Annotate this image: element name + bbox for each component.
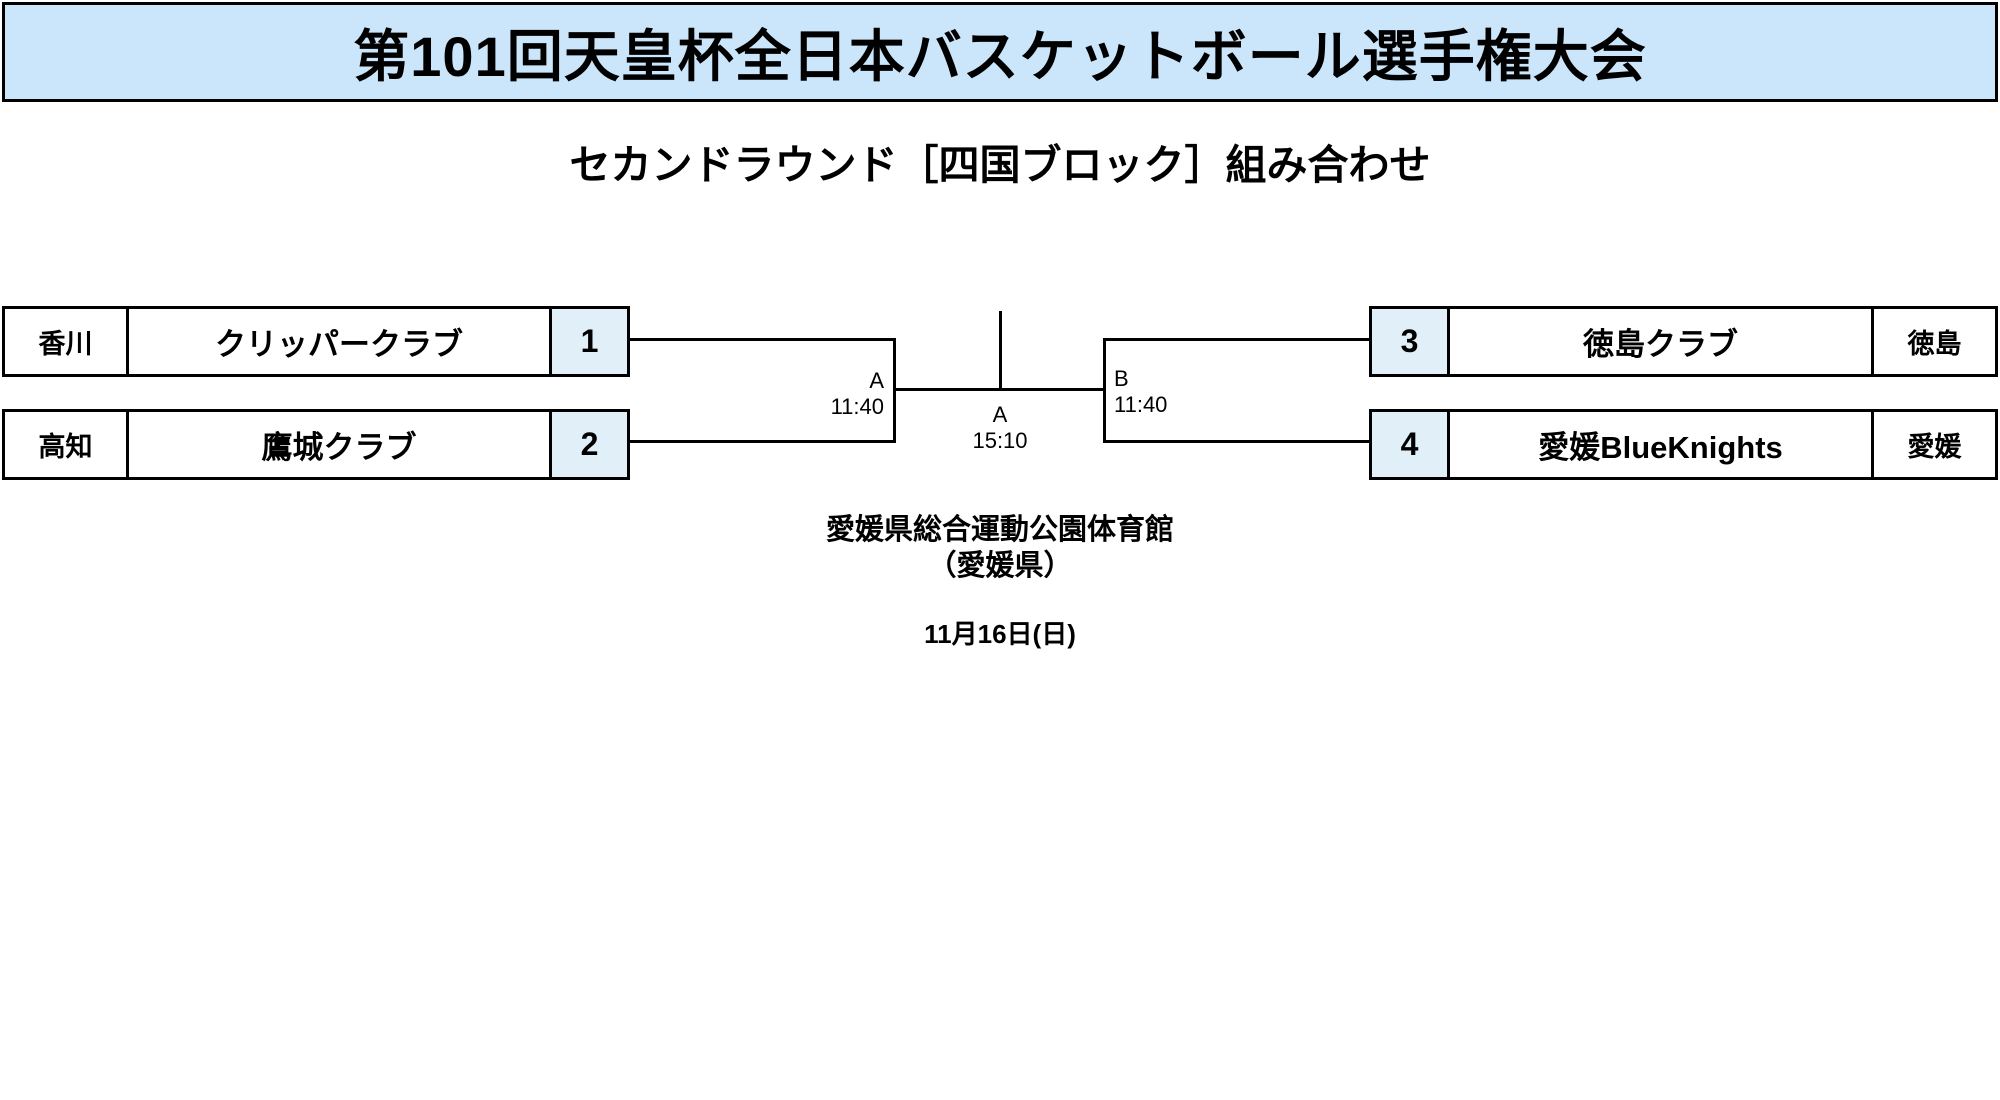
team-2-prefecture: 高知 xyxy=(5,412,129,477)
bracket-line-team4 xyxy=(1103,440,1369,443)
semifinal-left-court: A xyxy=(869,368,884,393)
team-3-prefecture: 徳島 xyxy=(1871,309,1995,374)
event-date: 11月16日(日) xyxy=(924,619,1076,649)
match-label-semifinal-left: A 11:40 xyxy=(684,368,884,420)
team-box-4: 4 愛媛BlueKnights 愛媛 xyxy=(1369,409,1998,480)
venue-block: 愛媛県総合運動公園体育館 （愛媛県） 11月16日(日) xyxy=(600,512,1400,651)
team-box-2: 高知 鷹城クラブ 2 xyxy=(2,409,630,480)
bracket-connector-right xyxy=(1103,338,1106,443)
venue-name: 愛媛県総合運動公園体育館 xyxy=(825,514,1174,546)
team-1-name: クリッパークラブ xyxy=(215,327,463,362)
team-box-1: 香川 クリッパークラブ 1 xyxy=(2,306,630,377)
round-subtitle: セカンドラウンド［四国ブロック］組み合わせ xyxy=(569,142,1431,188)
team-2-name: 鷹城クラブ xyxy=(261,430,417,465)
semifinal-left-time: 11:40 xyxy=(830,394,884,419)
final-court: A xyxy=(992,402,1008,427)
match-label-final: A 15:10 xyxy=(900,402,1100,454)
team-4-prefecture: 愛媛 xyxy=(1871,412,1995,477)
semifinal-right-court: B xyxy=(1114,366,1129,391)
bracket-line-team2 xyxy=(630,440,896,443)
team-4-seed: 4 xyxy=(1372,412,1450,477)
team-3-name: 徳島クラブ xyxy=(1583,327,1738,362)
page-title: 第101回天皇杯全日本バスケットボール選手権大会 xyxy=(353,24,1647,88)
bracket-line-team1 xyxy=(630,338,896,341)
title-banner: 第101回天皇杯全日本バスケットボール選手権大会 xyxy=(2,2,1998,102)
bracket-winner-line xyxy=(999,311,1002,391)
team-4-name: 愛媛BlueKnights xyxy=(1538,430,1783,465)
team-1-seed: 1 xyxy=(549,309,627,374)
team-2-seed: 2 xyxy=(549,412,627,477)
team-box-3: 3 徳島クラブ 徳島 xyxy=(1369,306,1998,377)
venue-prefecture: （愛媛県） xyxy=(927,550,1073,582)
team-3-seed: 3 xyxy=(1372,309,1450,374)
bracket-line-team3 xyxy=(1103,338,1369,341)
final-time: 15:10 xyxy=(972,428,1028,453)
team-1-prefecture: 香川 xyxy=(5,309,129,374)
semifinal-right-time: 11:40 xyxy=(1114,392,1168,417)
match-label-semifinal-right: B 11:40 xyxy=(1114,366,1314,418)
